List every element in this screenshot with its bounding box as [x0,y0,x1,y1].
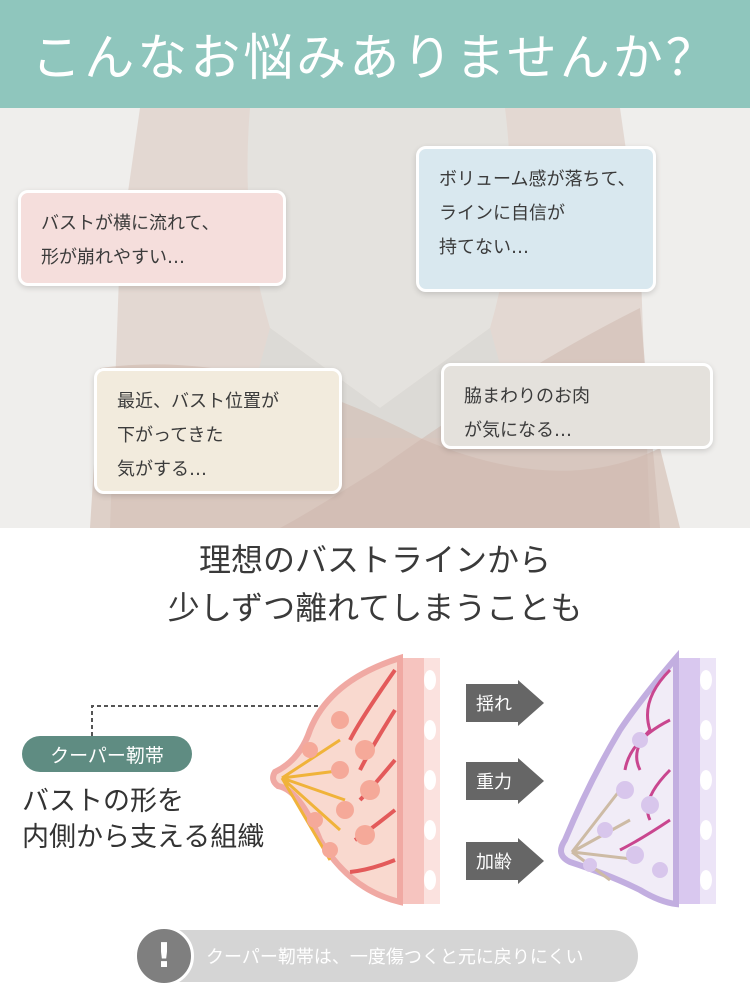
concern-bubble-position: 最近、バスト位置が 下がってきた 気がする… [94,368,342,494]
damaged-breast-illustration [558,649,716,908]
headline-line: 少しずつ離れてしまうことも [167,589,583,627]
healthy-breast-illustration [270,653,440,906]
description-line: 内側から支える組織 [22,822,265,853]
concern-bubble-flow: バストが横に流れて、 形が崩れやすい… [18,190,286,286]
concern-bubble-volume: ボリューム感が落ちて、 ラインに自信が 持てない… [416,146,656,292]
headline-line: 理想のバストラインから [198,541,551,579]
leader-line [91,705,330,736]
concern-text: ラインに自信が [439,203,565,224]
concern-text: 持てない… [439,237,529,258]
warning-text: クーパー靭帯は、一度傷つくと元に戻りにくい [206,947,584,968]
concern-text: 最近、バスト位置が [117,391,279,412]
arrow-right-icon [466,680,544,726]
ligament-diagram [91,649,716,908]
concern-bubble-underarm: 脇まわりのお肉 が気になる… [441,363,713,449]
arrow-right-icon [466,758,544,804]
header-banner: こんなお悩みありませんか？ [0,0,750,108]
concern-text: 下がってきた [117,425,224,446]
concern-text: 形が崩れやすい… [41,247,185,268]
cause-arrow-aging: 加齢 [466,838,544,884]
concern-text: が気になる… [464,420,572,441]
cause-label: 重力 [476,772,512,793]
page-title: こんなお悩みありませんか？ [31,29,719,87]
cause-label: 揺れ [476,694,512,715]
warning-bar [134,930,638,982]
concern-text: 気がする… [117,459,207,480]
concern-text: 脇まわりのお肉 [464,386,590,407]
description-line: バストの形を [22,786,184,817]
arrow-right-icon [466,838,544,884]
cause-arrow-sway: 揺れ [466,680,544,726]
section-headline: 理想のバストラインから 少しずつ離れてしまうことも [0,536,750,632]
cooper-ligament-badge: クーパー靭帯 [22,736,192,772]
cause-arrow-gravity: 重力 [466,758,544,804]
ligament-description: バストの形を 内側から支える組織 [22,784,264,856]
exclamation-icon: ! [134,926,194,986]
concern-text: ボリューム感が落ちて、 [439,169,636,190]
cause-label: 加齢 [476,852,512,873]
concern-text: バストが横に流れて、 [41,213,220,234]
